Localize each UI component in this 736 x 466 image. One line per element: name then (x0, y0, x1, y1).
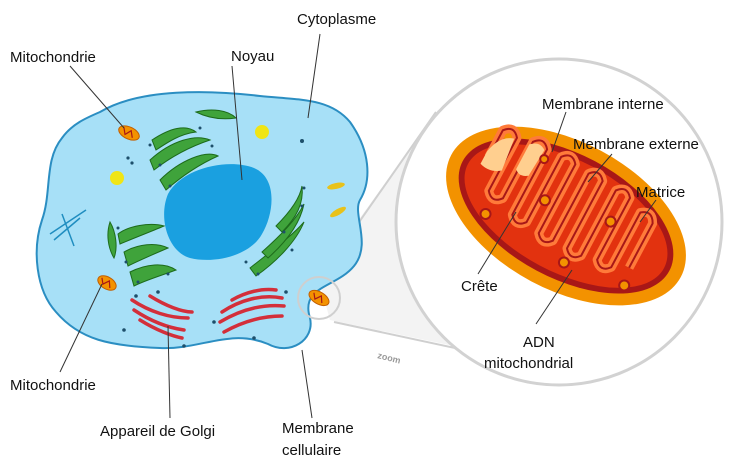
label-membrane-interne: Membrane interne (542, 96, 664, 113)
label-membrane-externe: Membrane externe (573, 136, 699, 153)
label-noyau: Noyau (231, 48, 274, 65)
label-membrane-cellulaire-1: Membrane (282, 420, 354, 437)
label-matrice: Matrice (636, 184, 685, 201)
label-mitochondrie-bottom: Mitochondrie (10, 377, 96, 394)
label-golgi: Appareil de Golgi (100, 423, 215, 440)
label-adn-1: ADN (523, 334, 555, 351)
label-crete: Crête (461, 278, 498, 295)
label-cytoplasme: Cytoplasme (297, 11, 376, 28)
label-mitochondrie-top: Mitochondrie (10, 49, 96, 66)
label-adn-2: mitochondrial (484, 355, 573, 372)
label-membrane-cellulaire-2: cellulaire (282, 442, 341, 459)
label-zoom: zoom (377, 350, 402, 365)
